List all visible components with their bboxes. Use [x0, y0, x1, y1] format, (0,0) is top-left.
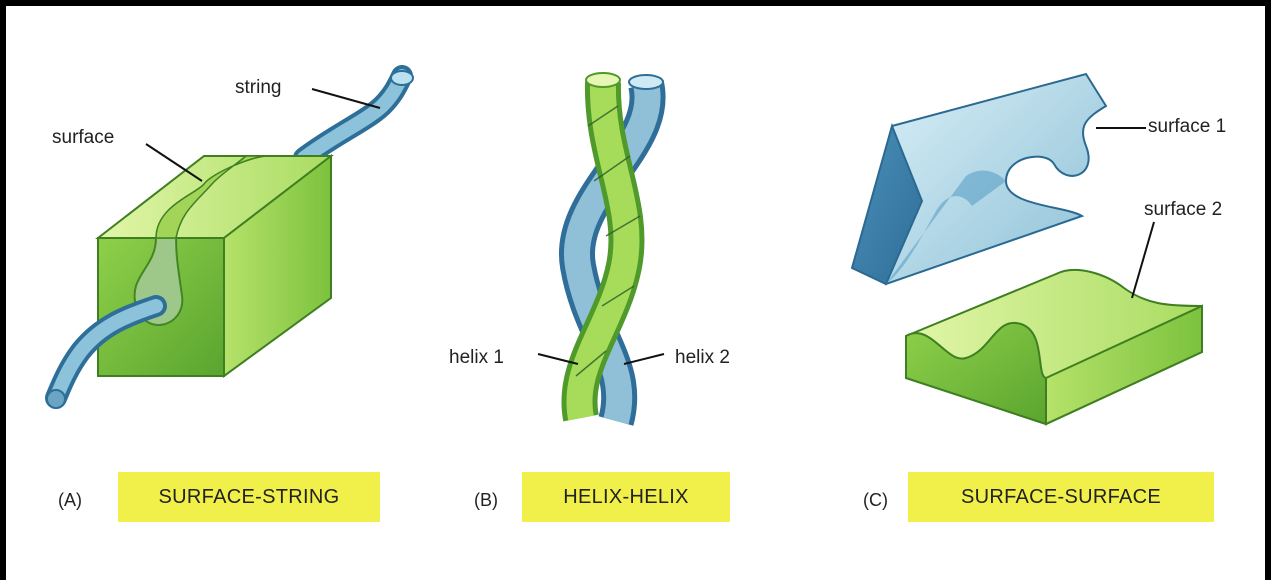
callout-surface-2: surface 2: [1144, 199, 1222, 221]
panel-b-title: HELIX-HELIX: [522, 472, 730, 522]
panel-c-letter: (C): [863, 490, 888, 511]
panel-a-letter: (A): [58, 490, 82, 511]
callout-helix-2: helix 2: [675, 347, 730, 369]
panel-a-drawing: [47, 71, 413, 408]
callout-helix-1: helix 1: [449, 347, 504, 369]
callout-surface-1: surface 1: [1148, 116, 1226, 138]
panel-a-title: SURFACE-STRING: [118, 472, 380, 522]
callout-string: string: [235, 77, 281, 99]
callout-surface: surface: [52, 127, 114, 149]
panel-b-drawing: [538, 73, 664, 421]
panel-c-title: SURFACE-SURFACE: [908, 472, 1214, 522]
panel-b-letter: (B): [474, 490, 498, 511]
